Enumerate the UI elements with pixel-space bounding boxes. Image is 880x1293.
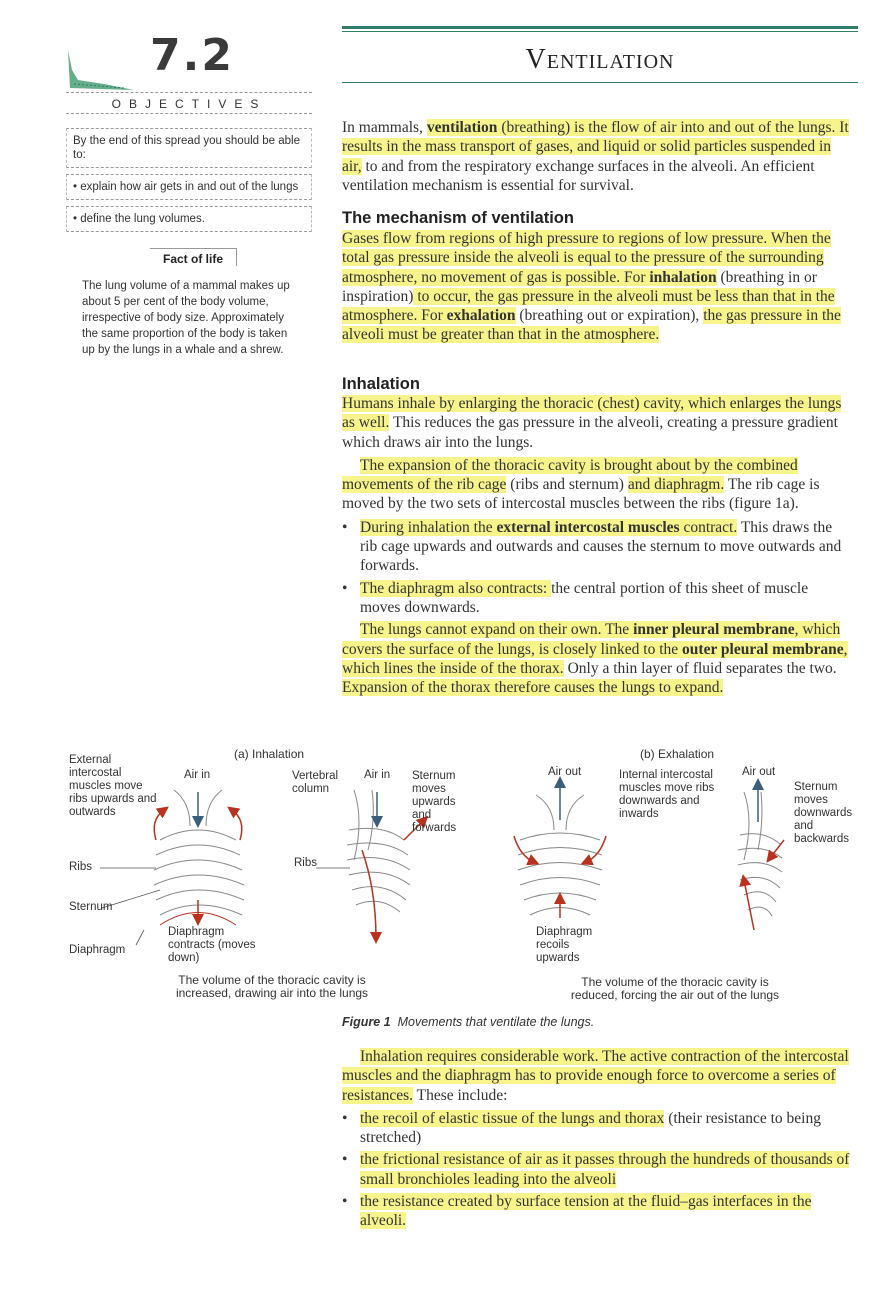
text-run: contract. — [679, 518, 738, 536]
arrow — [580, 835, 607, 866]
arrow — [403, 815, 429, 841]
objective-item: • explain how air gets in and out of the… — [66, 174, 312, 200]
fig-a-note: The volume of the thoracic cavity is inc… — [175, 973, 369, 1000]
text-run: the central portion of this sheet of mus… — [360, 579, 809, 616]
list-item: the recoil of elastic tissue of the lung… — [342, 1109, 852, 1148]
text-run: the resistance created by surface tensio… — [360, 1193, 812, 1230]
arrow — [361, 849, 382, 944]
text-run: During inhalation the — [360, 518, 497, 536]
label-diaphragm-recoils: Diaphragm recoils upwards — [536, 926, 593, 964]
text-run: (breathing in or inspiration) — [342, 268, 817, 305]
leader-line — [135, 929, 145, 946]
ribcage-side-exhale — [737, 791, 783, 917]
fig-b-note: The volume of the thoracic cavity is red… — [570, 975, 780, 1002]
list-item: the frictional resistance of air as it p… — [342, 1150, 852, 1189]
label-sternum-down: Sternum moves downwards and backwards — [794, 781, 853, 845]
caption-text: Movements that ventilate the lungs. — [397, 1015, 595, 1029]
arrow — [766, 839, 785, 863]
objectives-heading: OBJECTIVES — [66, 92, 312, 114]
ribcage-side-inhale — [346, 789, 411, 913]
mechanism-paragraph: Gases flow from regions of high pressure… — [342, 229, 852, 345]
header-rule — [342, 26, 858, 29]
text-run: This draws the rib cage upwards and outw… — [360, 518, 842, 575]
fact-heading: Fact of life — [150, 248, 237, 266]
fig-b-title: (b) Exhalation — [640, 747, 715, 761]
paragraph: Inhalation requires considerable work. T… — [342, 1047, 852, 1105]
paragraph: The lungs cannot expand on their own. Th… — [342, 620, 852, 697]
arrow — [227, 806, 243, 841]
arrow — [153, 806, 169, 841]
label-air-in: Air in — [364, 769, 391, 781]
text-run: This reduces the gas pressure in the alv… — [342, 414, 838, 451]
text-run: Only a thin layer of fluid separates the… — [563, 659, 837, 677]
term-outer-pleural: outer pleural membrane — [682, 640, 844, 658]
text-run: Expansion of the thorax therefore causes… — [342, 679, 724, 697]
text-run: The lungs cannot expand on their own. Th… — [360, 621, 634, 639]
text-run: Gases flow from regions of high pressure… — [342, 230, 831, 286]
label-air-out: Air out — [742, 766, 776, 778]
figure-1: (a) Inhalation (b) Exhalation External i… — [64, 740, 864, 1040]
text-run: the recoil of elastic tissue of the lung… — [360, 1109, 665, 1127]
text-run: In mammals, — [342, 119, 427, 136]
objectives-box: OBJECTIVES By the end of this spread you… — [66, 92, 312, 232]
paragraph: Humans inhale by enlarging the thoracic … — [342, 394, 852, 452]
intro-paragraph: In mammals, ventilation (breathing) is t… — [342, 118, 852, 195]
label-diaphragm: Diaphragm — [69, 944, 126, 956]
text-run: (breathing out or expiration), — [515, 307, 704, 325]
label-ribs: Ribs — [69, 861, 93, 873]
bullet-list: the recoil of elastic tissue of the lung… — [342, 1109, 852, 1231]
objective-item: • define the lung volumes. — [66, 206, 312, 232]
text-run: to and from the respiratory exchange sur… — [342, 157, 815, 194]
heading-inhalation: Inhalation — [342, 375, 420, 393]
caption-label: Figure 1 — [342, 1015, 391, 1029]
ribcage-illustrations — [100, 776, 785, 946]
text-run: (breathing) is the flow of air into and … — [342, 119, 849, 175]
fig-a-title: (a) Inhalation — [234, 747, 305, 761]
label-internal-intercostal: Internal intercostal muscles move ribs d… — [619, 769, 715, 820]
text-run: (ribs and sternum) — [506, 476, 628, 494]
list-item: The diaphragm also contracts: the centra… — [342, 579, 852, 618]
arrow — [513, 835, 540, 866]
fact-text: The lung volume of a mammal makes up abo… — [82, 280, 290, 356]
label-sternum-up: Sternum moves upwards and forwards — [412, 770, 457, 834]
label-vertebral-column: Vertebral column — [292, 770, 339, 795]
bullet-list: During inhalation the external intercost… — [342, 518, 852, 617]
inhalation-text: Humans inhale by enlarging the thoracic … — [342, 394, 852, 697]
label-air-in: Air in — [184, 769, 211, 781]
paragraph: The expansion of the thoracic cavity is … — [342, 456, 852, 514]
page-title: Ventilation — [525, 44, 675, 75]
label-air-out: Air out — [548, 766, 582, 778]
term-exhalation: exhalation — [446, 307, 516, 325]
leader-line — [101, 889, 161, 909]
text-run: (their resistance to being stretched) — [360, 1109, 821, 1147]
text-run: the frictional resistance of air as it p… — [360, 1151, 850, 1188]
label-ribs: Ribs — [294, 857, 318, 869]
ribcage-front-inhale — [153, 789, 245, 926]
section-number: 7.2 — [150, 30, 234, 81]
term-ventilation: ventilation — [426, 119, 498, 136]
list-item: During inhalation the external intercost… — [342, 518, 852, 576]
label-diaphragm-contracts: Diaphragm contracts (moves down) — [168, 926, 256, 964]
text-run: and diaphragm. — [627, 476, 725, 494]
term-inhalation: inhalation — [649, 268, 717, 286]
heading-mechanism: The mechanism of ventilation — [342, 209, 574, 227]
text-run: These include: — [413, 1086, 508, 1104]
list-item: the resistance created by surface tensio… — [342, 1192, 852, 1231]
arrow — [739, 874, 755, 931]
label-external-intercostal: External intercostal muscles move ribs u… — [69, 754, 157, 818]
text-run: The diaphragm also contracts: — [360, 579, 552, 597]
text-run: The rib cage is moved by the two sets of… — [342, 476, 820, 513]
work-text: Inhalation requires considerable work. T… — [342, 1047, 852, 1234]
section-decoration — [68, 50, 134, 90]
objectives-intro: By the end of this spread you should be … — [66, 128, 312, 168]
figure-caption: Figure 1 Movements that ventilate the lu… — [342, 1015, 594, 1029]
header-rule — [342, 82, 858, 83]
term-inner-pleural: inner pleural membrane — [633, 621, 795, 639]
header-rule — [342, 31, 858, 32]
term-external-intercostal: external intercostal muscles — [496, 518, 680, 536]
label-sternum: Sternum — [69, 901, 113, 913]
